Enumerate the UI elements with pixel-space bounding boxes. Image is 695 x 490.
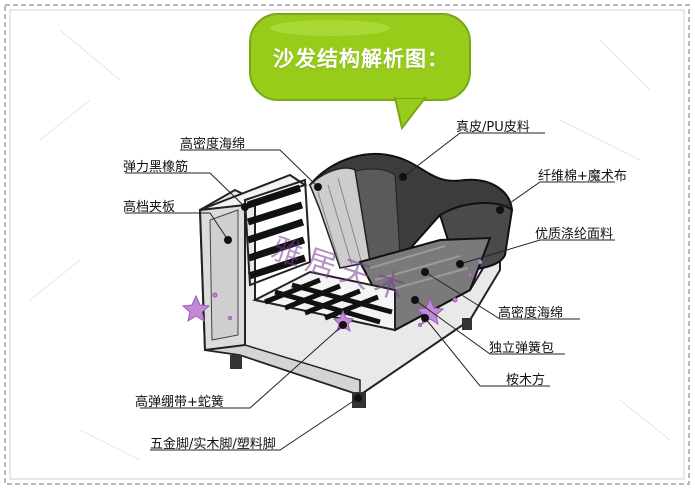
- sofa-illustration: [198, 153, 514, 408]
- background-pattern: [29, 29, 671, 461]
- sparkle-decorations: [181, 259, 483, 333]
- label-elastic-black-rubber: 弹力黑橡筋: [123, 160, 189, 175]
- leader-dots: [224, 173, 504, 402]
- inner-border: [9, 9, 685, 480]
- label-pocket-spring: 独立弹簧包: [489, 341, 555, 356]
- diagram-title: 沙发结构解析图：: [273, 47, 449, 71]
- dashed-border: [4, 4, 690, 485]
- label-high-density-foam-top: 高密度海绵: [180, 137, 246, 152]
- label-leather: 真皮/PU皮料: [456, 120, 530, 135]
- label-high-density-foam-bottom: 高密度海绵: [498, 306, 564, 321]
- label-elastic-strap-spring: 高弹绷带+蛇簧: [135, 395, 224, 410]
- leg-front-left: [230, 355, 242, 369]
- label-legs: 五金脚/实木脚/塑料脚: [150, 437, 276, 452]
- label-premium-plywood: 高档夹板: [123, 200, 176, 215]
- leader-lines: [125, 132, 615, 451]
- label-rubber-wood: 桉木方: [506, 373, 546, 388]
- label-polyester-fabric: 优质涤纶面料: [535, 227, 614, 242]
- label-fiber-cotton: 纤维棉+魔术布: [538, 169, 627, 184]
- leg-back-right: [462, 318, 472, 330]
- title-bubble: [249, 13, 471, 131]
